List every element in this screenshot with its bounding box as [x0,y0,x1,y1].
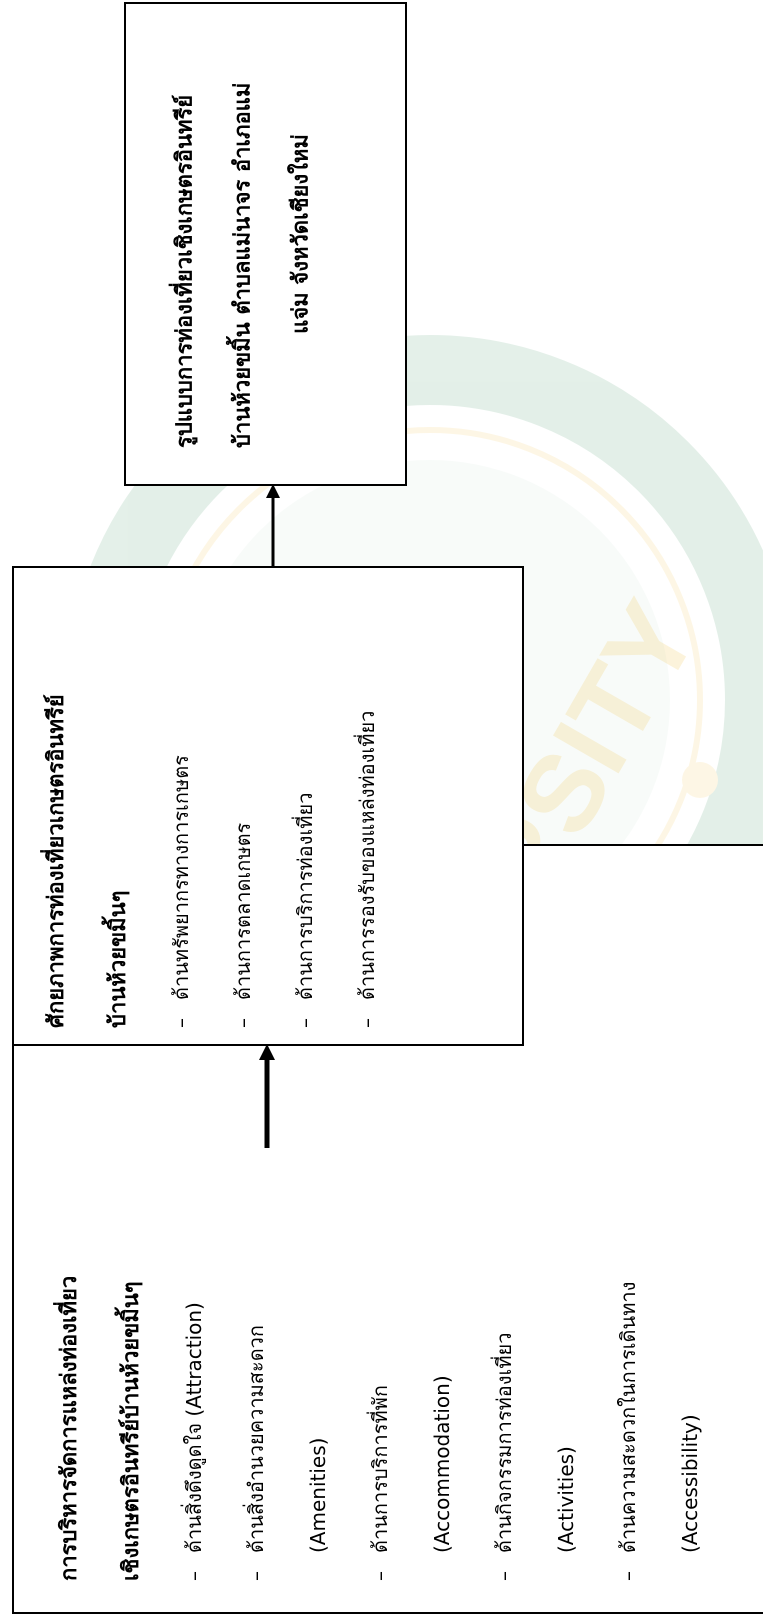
bullet-dash: – [355,1018,379,1028]
list-item-text: ด้านการรองรับของแหล่งท่องเที่ยว [355,710,379,1000]
potential-box: ศักยภาพการท่องเที่ยวเกษตรอินทรีย์ บ้านห้… [12,566,524,1046]
bullet-dash: – [293,1018,317,1028]
list-item: – ด้านการตลาดเกษตร [212,580,274,1028]
model-title-line-1: รูปแบบการท่องเที่ยวเชิงเกษตรอินทรีย์ [172,94,197,448]
list-item: – ด้านการบริการท่องเที่ยว [274,580,336,1028]
list-item: – ด้านการรองรับของแหล่งท่องเที่ยว [336,580,398,1028]
potential-item-list: – ด้านทรัพยากรทางการเกษตร – ด้านการตลาดเกษต… [150,580,398,1028]
arrow-head-icon [266,484,280,498]
list-item-text: ด้านการบริการท่องเที่ยว [293,792,317,1000]
list-item-text: ด้านทรัพยากรทางการเกษตร [169,755,193,1000]
potential-box-content: ศักยภาพการท่องเที่ยวเกษตรอินทรีย์ บ้านห้… [14,570,522,1042]
potential-title-line-2: บ้านห้วยขมิ้นๆ [106,890,131,1029]
seal-star-icon [682,762,718,798]
list-item: – ด้านทรัพยากรทางการเกษตร [150,580,212,1028]
bullet-dash: – [616,1571,640,1581]
bullet-dash: – [169,1018,193,1028]
model-title-line-3: แจ่ม จังหวัดเชียงใหม่ [288,134,313,334]
list-item-text: ด้านการบริการที่พัก [368,1385,392,1553]
list-item-text: ด้านการตลาดเกษตร [231,822,255,1000]
tourism-model-box-content: รูปแบบการท่องเที่ยวเชิงเกษตรอินทรีย์ บ้า… [126,4,405,484]
bullet-dash: – [368,1571,392,1581]
bullet-dash: – [492,1571,516,1581]
bullet-dash: – [182,1571,206,1581]
list-item-text: ด้านสิ่งอำนวยความสะดวก [244,1324,268,1553]
potential-title-line-1: ศักยภาพการท่องเที่ยวเกษตรอินทรีย์ [44,694,69,1028]
arrow-head-icon [259,1044,275,1060]
list-item-continuation: (Accessibility) [678,1414,702,1553]
arrow-potential-to-model [266,484,280,566]
list-item-text: ด้านสิ่งดึงดูดใจ (Attraction) [182,1302,206,1553]
list-item: – ด้านความสะดวกในการเดินทาง [597,869,659,1581]
list-item-continuation: (Activities) [554,1446,578,1553]
list-item-text: ด้านความสะดวกในการเดินทาง [616,1281,640,1553]
arrow-management-to-potential [259,1044,275,1148]
model-title-line-2: บ้านห้วยขมิ้น ตำบลแม่นาจร อำเภอแม่ [230,82,255,448]
bullet-dash: – [244,1571,268,1581]
bullet-dash: – [231,1018,255,1028]
list-item-text: ด้านกิจกรรมการท่องเที่ยว [492,1332,516,1553]
tourism-model-box: รูปแบบการท่องเที่ยวเชิงเกษตรอินทรีย์ บ้า… [124,2,407,486]
